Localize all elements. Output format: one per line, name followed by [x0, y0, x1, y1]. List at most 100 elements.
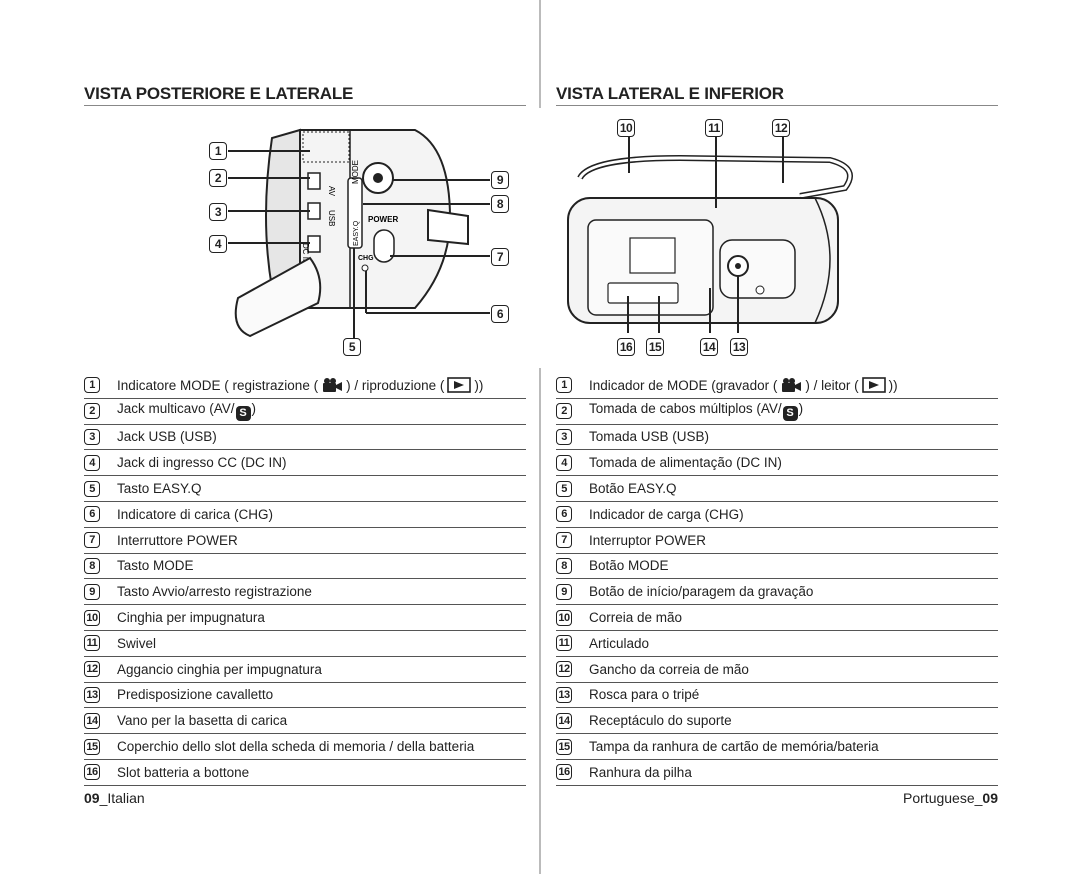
item-number-badge: 13 — [84, 686, 100, 703]
item-description: Botão EASY.Q — [589, 481, 677, 497]
list-item: 11 Swivel — [84, 631, 526, 657]
item-number-badge: 5 — [556, 480, 572, 497]
dcin-label: DC IN — [301, 243, 310, 265]
footer-language: Portuguese_ — [903, 790, 983, 806]
page-number: 09 — [84, 790, 100, 806]
playback-icon — [861, 377, 886, 394]
camcorder-record-icon — [323, 378, 343, 393]
list-item: 15 Coperchio dello slot della scheda di m… — [84, 734, 526, 760]
item-number-badge: 15 — [84, 738, 100, 755]
av-label: AV — [327, 186, 336, 197]
list-item: 5 Botão EASY.Q — [556, 476, 998, 502]
item-text-part: ) / riproduzione ( — [346, 378, 445, 394]
item-description: Slot batteria a bottone — [117, 764, 250, 780]
figure-callout: 15 — [646, 338, 664, 356]
portuguese-heading: VISTA LATERAL E INFERIOR — [556, 84, 998, 106]
item-description: Interruptor POWER — [589, 532, 707, 548]
item-number-badge: 9 — [556, 583, 572, 600]
item-description: Articulado — [589, 635, 650, 651]
item-description: Tomada USB (USB) — [589, 429, 710, 445]
item-number-badge: 15 — [556, 738, 572, 755]
item-number-badge: 14 — [556, 712, 572, 729]
item-number-badge: 9 — [84, 583, 100, 600]
item-number-badge: 2 — [556, 403, 572, 420]
list-item: 9 Tasto Avvio/arresto registrazione — [84, 579, 526, 606]
chg-label: CHG — [358, 255, 374, 262]
portuguese-footer: Portuguese_09 — [903, 790, 998, 806]
figure-callout: 10 — [617, 119, 635, 137]
list-item: 2 Jack multicavo (AV/S) — [84, 399, 526, 425]
figure-callout: 8 — [491, 195, 509, 213]
easyq-label: EASY.Q — [353, 220, 360, 246]
s-video-icon: S — [782, 406, 798, 422]
item-number-badge: 6 — [84, 506, 100, 523]
list-item: 16 Slot batteria a bottone — [84, 760, 526, 786]
item-description: Indicatore di carica (CHG) — [117, 506, 274, 522]
s-video-icon: S — [235, 406, 251, 422]
item-description: Correia de mão — [589, 610, 683, 626]
item-description: Tasto Avvio/arresto registrazione — [117, 584, 312, 600]
item-description: Coperchio dello slot della scheda di mem… — [117, 739, 475, 755]
item-number-badge: 10 — [556, 609, 572, 626]
item-number-badge: 16 — [84, 764, 100, 781]
item-number-badge: 11 — [84, 635, 100, 652]
item-number-badge: 6 — [556, 506, 572, 523]
figure-callout: 13 — [730, 338, 748, 356]
figure-callout: 6 — [491, 305, 509, 323]
item-text-part: Indicador de MODE (gravador ( — [589, 378, 778, 394]
item-description: Ranhura da pilha — [589, 764, 692, 780]
item-number-badge: 4 — [556, 454, 572, 471]
figure-callout: 11 — [705, 119, 723, 137]
list-item: 10 Correia de mão — [556, 605, 998, 631]
list-item: 8 Botão MODE — [556, 554, 998, 580]
item-description: Swivel — [117, 635, 157, 651]
footer-language: _Italian — [99, 790, 145, 806]
figure-callout: 3 — [209, 203, 227, 221]
item-description: Jack USB (USB) — [117, 429, 217, 445]
camcorder-record-icon — [782, 378, 802, 393]
figure-callout: 5 — [343, 338, 361, 356]
item-number-badge: 8 — [556, 557, 572, 574]
item-number-badge: 3 — [556, 428, 572, 445]
item-description: Cinghia per impugnatura — [117, 610, 265, 626]
item-description: Vano per la basetta di carica — [117, 713, 288, 729]
item-description: Predisposizione cavalletto — [117, 687, 274, 703]
camcorder-side-bottom-illustration — [567, 133, 853, 333]
playback-icon — [447, 377, 472, 394]
item-description: Indicatore MODE ( registrazione () / rip… — [117, 377, 483, 393]
item-text-part: Jack multicavo (AV/ — [117, 401, 235, 417]
item-number-badge: 14 — [84, 712, 100, 729]
item-number-badge: 12 — [84, 661, 100, 678]
list-item: 7 Interruptor POWER — [556, 528, 998, 554]
figure-callout: 14 — [700, 338, 718, 356]
item-description: Interruttore POWER — [117, 532, 238, 548]
item-number-badge: 1 — [556, 377, 572, 394]
item-description: Aggancio cinghia per impugnatura — [117, 661, 322, 677]
item-text-part: Tomada de cabos múltiplos (AV/ — [589, 401, 782, 417]
item-description: Jack multicavo (AV/S) — [117, 401, 256, 422]
list-item: 6 Indicatore di carica (CHG) — [84, 502, 526, 528]
figure-callout: 9 — [491, 171, 509, 189]
list-item: 14 Vano per la basetta di carica — [84, 708, 526, 735]
item-number-badge: 7 — [556, 532, 572, 549]
item-number-badge: 8 — [84, 557, 100, 574]
item-description: Botão MODE — [589, 558, 669, 574]
page-number: 09 — [982, 790, 998, 806]
italian-heading: VISTA POSTERIORE E LATERALE — [84, 84, 526, 106]
list-item: 12 Aggancio cinghia per impugnatura — [84, 657, 526, 683]
item-number-badge: 2 — [84, 403, 100, 420]
item-number-badge: 12 — [556, 661, 572, 678]
item-text-part: )) — [888, 378, 898, 394]
italian-footer: 09_Italian — [84, 790, 145, 806]
